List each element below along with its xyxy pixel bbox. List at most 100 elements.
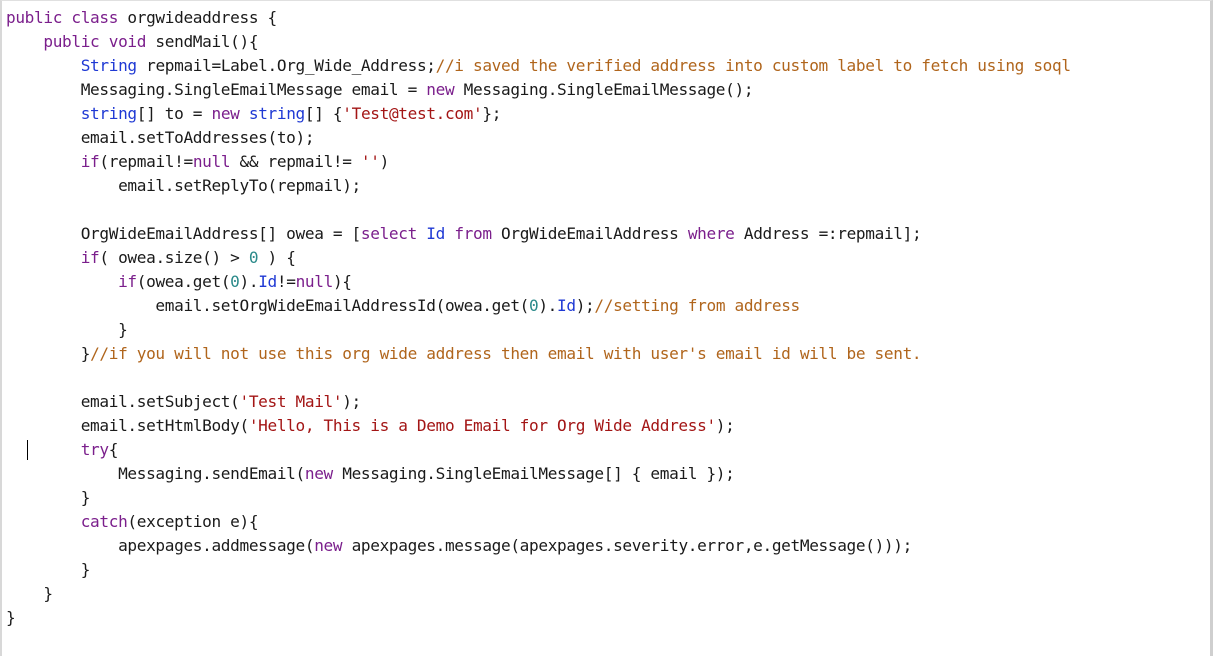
code-text: email.setSubject( — [6, 392, 240, 411]
keyword-token: where — [687, 224, 735, 243]
keyword-token: null — [295, 272, 334, 291]
code-line[interactable]: apexpages.addmessage(new apexpages.messa… — [6, 534, 1071, 558]
code-text: apexpages.addmessage( — [6, 536, 315, 555]
code-line[interactable]: } — [6, 318, 1071, 342]
code-line[interactable]: if( owea.size() > 0 ) { — [6, 246, 1071, 270]
code-line[interactable]: if(repmail!=null && repmail!= '') — [6, 150, 1071, 174]
code-text: [] { — [304, 104, 343, 123]
code-text: } — [6, 560, 91, 579]
code-text: (owea.get( — [136, 272, 231, 291]
code-line[interactable]: try{ — [6, 438, 1071, 462]
code-line[interactable]: email.setReplyTo(repmail); — [6, 174, 1071, 198]
code-text: Address =:repmail]; — [734, 224, 922, 243]
number-token: 0 — [230, 272, 240, 291]
code-text — [445, 224, 454, 243]
code-text: (repmail!= — [99, 152, 193, 171]
code-text: } — [6, 320, 128, 339]
string-literal: '' — [360, 152, 380, 171]
code-line[interactable]: } — [6, 582, 1071, 606]
keyword-token: new — [426, 80, 455, 99]
code-line[interactable]: } — [6, 486, 1071, 510]
code-text: ){ — [332, 272, 352, 291]
type-token: Id — [557, 296, 576, 315]
code-text: OrgWideEmailAddress — [491, 224, 688, 243]
code-line[interactable]: public class orgwideaddress { — [6, 6, 1071, 30]
comment-token: //if you will not use this org wide addr… — [90, 344, 922, 363]
code-line[interactable]: Messaging.sendEmail(new Messaging.Single… — [6, 462, 1071, 486]
keyword-token: from — [454, 224, 492, 243]
code-text — [6, 248, 81, 267]
code-text: ); — [715, 416, 735, 435]
code-text: } — [6, 608, 16, 627]
code-text — [6, 440, 81, 459]
string-literal: 'Test Mail' — [239, 392, 343, 411]
code-text — [6, 512, 81, 531]
keyword-token: new — [314, 536, 343, 555]
comment-token: //i saved the verified address into cust… — [435, 56, 1071, 75]
comment-token: //setting from address — [594, 296, 800, 315]
code-text: }; — [482, 104, 502, 123]
code-text: } — [6, 344, 91, 363]
code-content[interactable]: public class orgwideaddress { public voi… — [6, 6, 1071, 630]
type-token: String — [80, 56, 137, 75]
code-text: ) { — [258, 248, 296, 267]
keyword-token: if — [80, 248, 100, 267]
text-caret — [27, 440, 28, 460]
code-line[interactable]: email.setOrgWideEmailAddressId(owea.get(… — [6, 294, 1071, 318]
string-literal: 'Test@test.com' — [342, 104, 483, 123]
code-line[interactable]: ​ — [6, 366, 1071, 390]
code-line[interactable]: email.setHtmlBody('Hello, This is a Demo… — [6, 414, 1071, 438]
code-text: email.setReplyTo(repmail); — [6, 176, 361, 195]
code-text: OrgWideEmailAddress[] owea = [ — [6, 224, 362, 243]
code-text — [240, 104, 249, 123]
code-line[interactable]: catch(exception e){ — [6, 510, 1071, 534]
code-line[interactable]: email.setSubject('Test Mail'); — [6, 390, 1071, 414]
code-line[interactable]: } — [6, 558, 1071, 582]
code-text: Messaging.sendEmail( — [6, 464, 305, 483]
code-text: } — [6, 584, 53, 603]
code-text: Messaging.SingleEmailMessage[] { email }… — [332, 464, 735, 483]
code-line[interactable]: String repmail=Label.Org_Wide_Address;//… — [6, 54, 1071, 78]
code-text: email.setOrgWideEmailAddressId(owea.get( — [6, 296, 529, 315]
code-text: email.setHtmlBody( — [6, 416, 249, 435]
code-line[interactable]: public void sendMail(){ — [6, 30, 1071, 54]
code-text: (exception e){ — [127, 512, 259, 531]
code-text: Messaging.SingleEmailMessage(); — [454, 80, 754, 99]
code-text: [] to = — [136, 104, 212, 123]
code-text: apexpages.message(apexpages.severity.err… — [342, 536, 913, 555]
keyword-token: null — [192, 152, 231, 171]
code-text: ) — [379, 152, 390, 171]
code-text: Messaging.SingleEmailMessage email = — [6, 80, 427, 99]
type-token: string — [248, 104, 305, 123]
code-line[interactable]: }//if you will not use this org wide add… — [6, 342, 1071, 366]
number-token: 0 — [248, 248, 259, 267]
code-text: ). — [239, 272, 259, 291]
type-token: Id — [258, 272, 277, 291]
keyword-token: new — [211, 104, 240, 123]
code-line[interactable]: if(owea.get(0).Id!=null){ — [6, 270, 1071, 294]
code-text — [6, 152, 81, 171]
code-line[interactable]: email.setToAddresses(to); — [6, 126, 1071, 150]
code-text: repmail=Label.Org_Wide_Address; — [136, 56, 436, 75]
code-text: && repmail!= — [230, 152, 361, 171]
type-token: Id — [426, 224, 445, 243]
code-line[interactable]: OrgWideEmailAddress[] owea = [select Id … — [6, 222, 1071, 246]
code-text: ); — [342, 392, 361, 411]
keyword-token: public class — [6, 8, 119, 27]
keyword-token: if — [80, 152, 100, 171]
keyword-token: catch — [80, 512, 128, 531]
code-line[interactable]: } — [6, 606, 1071, 630]
code-text — [6, 32, 43, 51]
code-line[interactable]: string[] to = new string[] {'Test@test.c… — [6, 102, 1071, 126]
code-text — [417, 224, 426, 243]
number-token: 0 — [529, 296, 539, 315]
code-text: email.setToAddresses(to); — [6, 128, 315, 147]
code-text: ); — [575, 296, 595, 315]
code-text — [6, 56, 81, 75]
type-token: string — [80, 104, 137, 123]
code-line[interactable]: Messaging.SingleEmailMessage email = new… — [6, 78, 1071, 102]
code-line[interactable]: ​ — [6, 198, 1071, 222]
keyword-token: try — [80, 440, 109, 459]
code-text — [6, 104, 81, 123]
